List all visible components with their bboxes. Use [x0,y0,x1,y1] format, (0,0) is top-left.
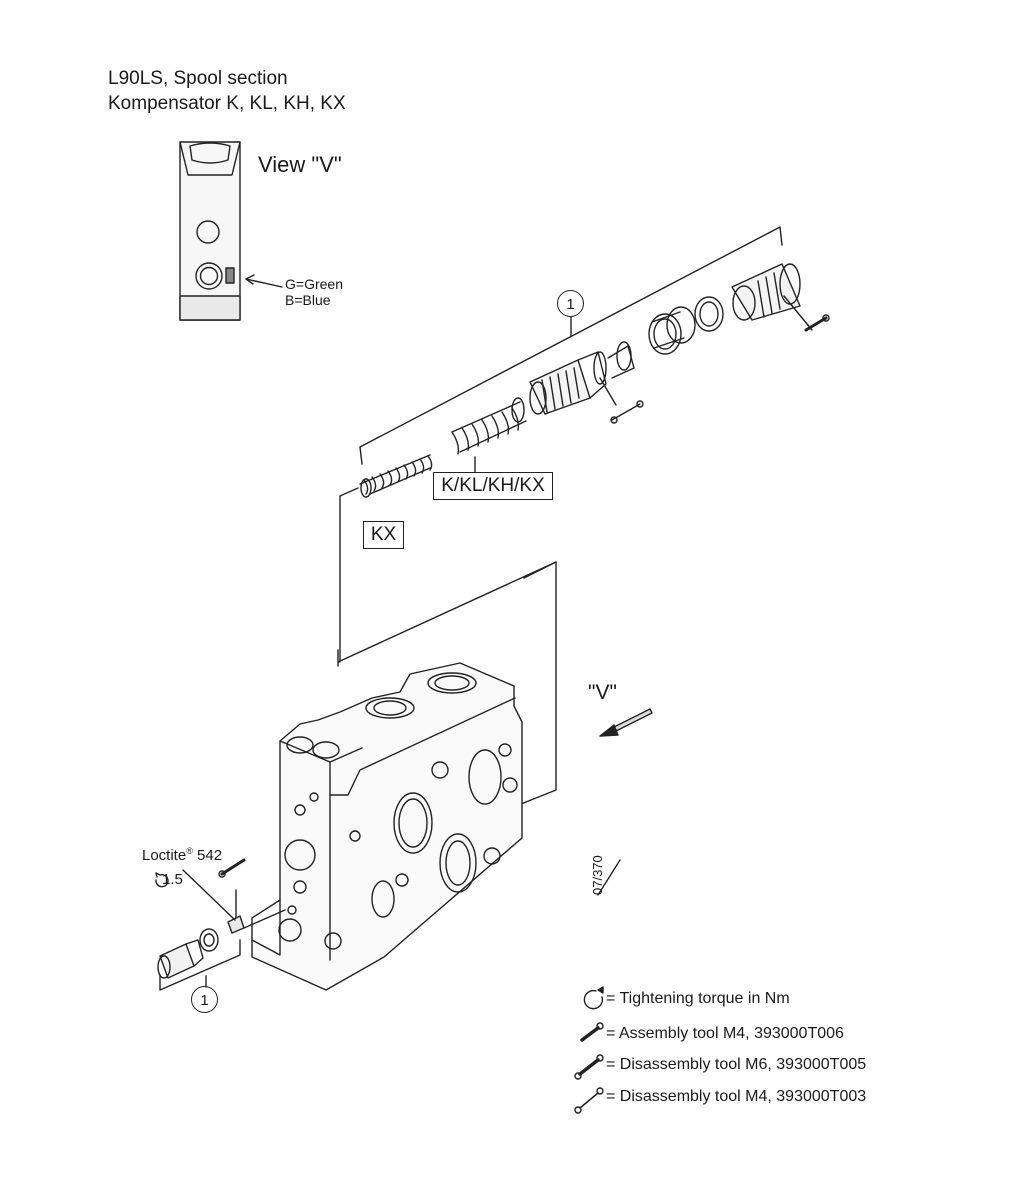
assembly-bracket [359,226,783,465]
legend-torque: = Tightening torque in Nm [606,990,790,1007]
drawing-code-slash [597,859,621,896]
loctite-number: 542 [192,847,223,864]
end-plug [731,263,801,321]
legend-disassembly-m4-icon [574,1087,604,1114]
loctite-registered-mark: ® [186,846,193,856]
loctite-name: Loctite [142,847,187,864]
small-spring [359,454,433,498]
plug-wrench-icon [783,295,830,332]
legend-assembly-tool: = Assembly tool M4, 393000T006 [606,1025,844,1042]
piston-wrench-icon [599,377,644,424]
color-note-blue: B=Blue [285,292,331,308]
view-arrow-icon [599,708,653,737]
legend-assembly-wrench-icon [580,1022,604,1042]
legend-disassembly-m6-icon [574,1054,604,1080]
view-v-end-block [179,141,283,321]
legend-rotation-icon [583,986,604,1010]
valve-housing [251,662,523,991]
legend-disassembly-tool-m6: = Disassembly tool M6, 393000T005 [606,1056,867,1073]
title-line-1: L90LS, Spool section [108,68,288,89]
view-v-label: View "V" [258,152,342,177]
color-note-green: G=Green [285,276,343,292]
torque-value: 1.5 [162,871,183,888]
screw-and-washer [157,869,286,991]
item-callout-1-top: 1 [557,290,584,317]
torque-rotation-icon [155,873,169,888]
kx-variant-label: KX [363,521,404,549]
kx-leader [339,487,359,497]
view-direction-label: "V" [588,681,617,704]
drawing-code: 07/370 [590,855,605,895]
legend-disassembly-tool-m4: = Disassembly tool M4, 393000T003 [606,1088,867,1105]
k-kl-kh-kx-variant-label: K/KL/KH/KX [433,472,553,500]
compensator-piston [529,341,635,415]
title-line-2: Kompensator K, KL, KH, KX [108,93,346,114]
seal-rings [648,296,724,355]
loctite-wrench-icon [218,858,246,919]
large-spring [451,397,527,455]
torque-rotation-arrowhead [155,872,161,878]
item-callout-1-bottom: 1 [191,986,218,1013]
loctite-note: Loctite® 542 [142,846,222,864]
housing-bracket [337,561,557,805]
